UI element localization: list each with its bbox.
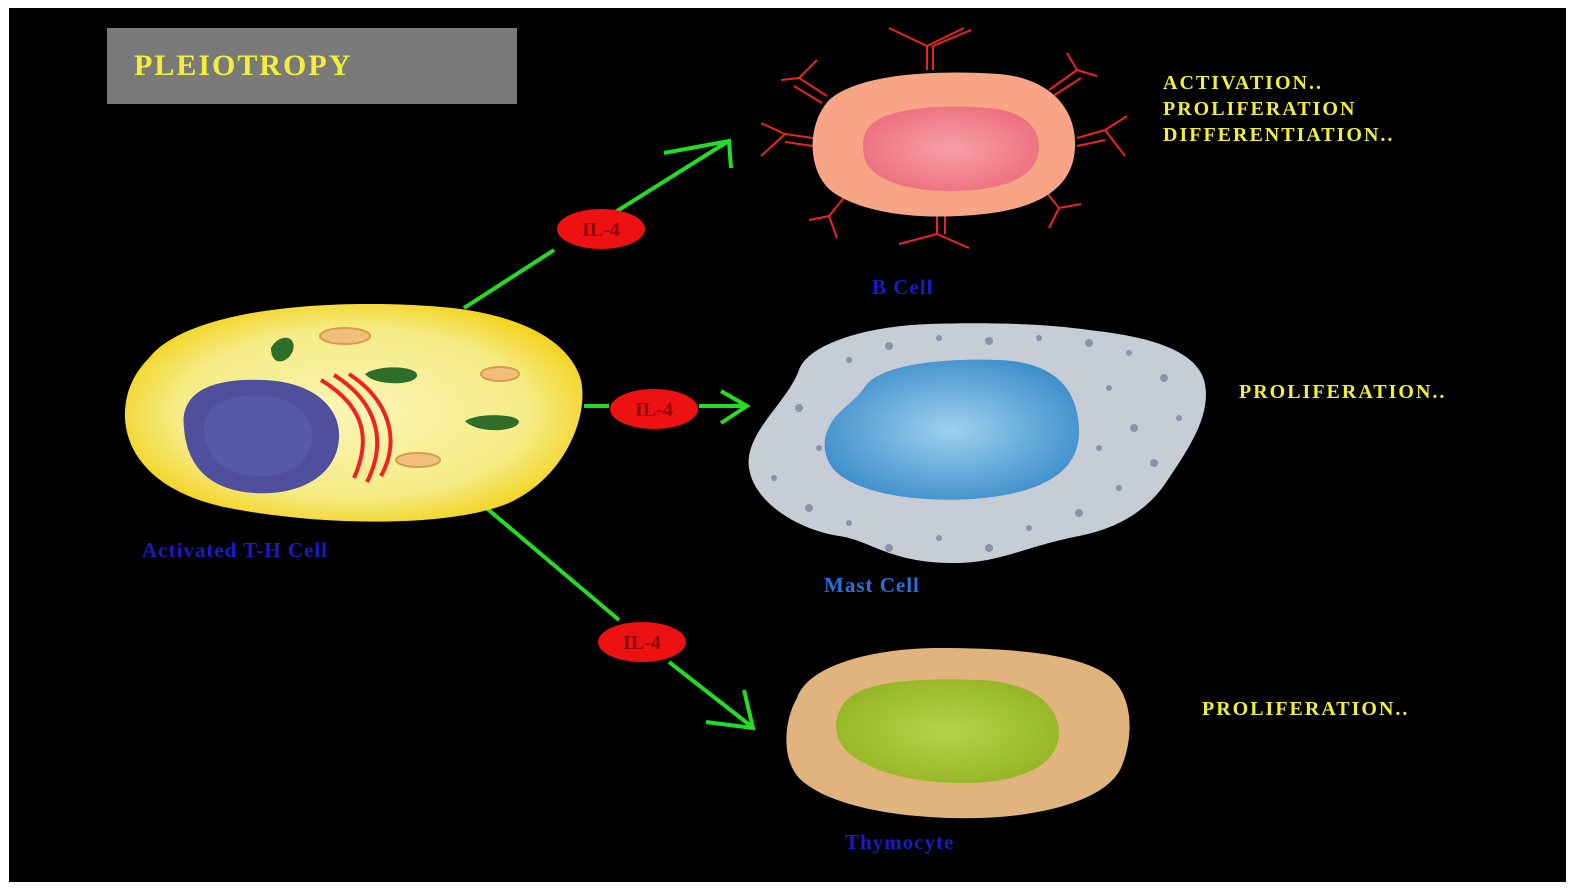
il4-label-thymocyte: IL-4 bbox=[623, 632, 661, 654]
b-cell-effect-proliferation: PROLIFERATION bbox=[1163, 96, 1394, 122]
mast-cell-illustration bbox=[749, 323, 1206, 563]
b-cell-effects: ACTIVATION.. PROLIFERATION DIFFERENTIATI… bbox=[1163, 70, 1394, 148]
arrow-to-thymocyte bbox=[484, 506, 753, 728]
activated-th-cell-label: Activated T-H Cell bbox=[142, 538, 328, 563]
thymocyte-label: Thymocyte bbox=[845, 830, 954, 855]
il4-badge-thymocyte: IL-4 bbox=[598, 622, 686, 662]
mast-cell-label: Mast Cell bbox=[824, 573, 920, 598]
b-cell-effect-differentiation: DIFFERENTIATION.. bbox=[1163, 122, 1394, 148]
il4-label-b-cell: IL-4 bbox=[582, 219, 620, 241]
mast-cell-effects: PROLIFERATION.. bbox=[1239, 379, 1446, 405]
b-cell-label: B Cell bbox=[872, 275, 933, 300]
thymocyte-illustration bbox=[786, 648, 1129, 818]
activated-th-cell-illustration bbox=[125, 304, 583, 522]
slide: PLEIOTROPY bbox=[9, 8, 1566, 882]
il4-badge-mast-cell: IL-4 bbox=[610, 389, 698, 429]
b-cell-effect-activation: ACTIVATION.. bbox=[1163, 70, 1394, 96]
mast-cell-effect-proliferation: PROLIFERATION.. bbox=[1239, 379, 1446, 405]
thymocyte-effect-proliferation: PROLIFERATION.. bbox=[1202, 696, 1409, 722]
il4-label-mast-cell: IL-4 bbox=[635, 399, 673, 421]
b-cell-illustration bbox=[761, 28, 1127, 248]
thymocyte-effects: PROLIFERATION.. bbox=[1202, 696, 1409, 722]
il4-badge-b-cell: IL-4 bbox=[557, 209, 645, 249]
